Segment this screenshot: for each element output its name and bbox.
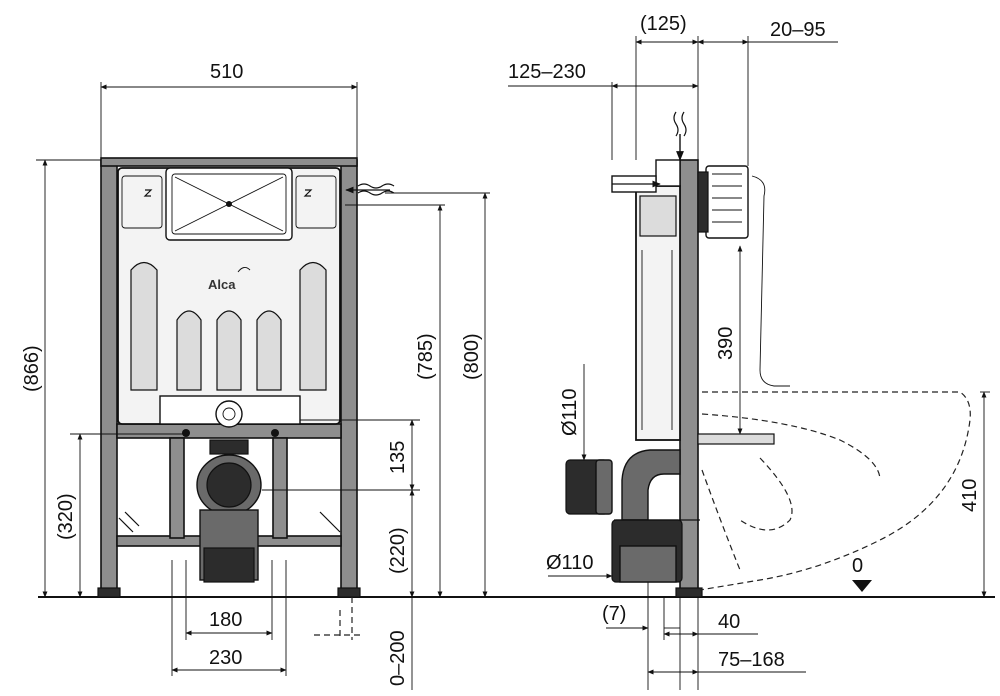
dim-410: 410 bbox=[959, 479, 981, 512]
floor-level-label: 0 bbox=[852, 555, 863, 577]
front-view: Alca bbox=[97, 157, 395, 598]
dim-125: (125) bbox=[640, 13, 687, 35]
dim-800: (800) bbox=[461, 333, 483, 380]
dia-110-upper: Ø110 bbox=[559, 389, 581, 436]
dia-110-lower: Ø110 bbox=[546, 552, 593, 574]
front-dimensions bbox=[36, 82, 490, 690]
dim-7: (7) bbox=[602, 603, 626, 625]
dim-220: (220) bbox=[387, 527, 409, 574]
dim-180: 180 bbox=[209, 609, 242, 631]
side-dimensions bbox=[508, 36, 990, 690]
dim-390: 390 bbox=[715, 327, 737, 360]
frame-right-post bbox=[340, 159, 358, 593]
dim-135: 135 bbox=[387, 441, 409, 474]
valve-circle bbox=[215, 400, 243, 428]
dim-75-168: 75–168 bbox=[718, 649, 785, 671]
dim-125-230: 125–230 bbox=[508, 61, 586, 83]
dim-785: (785) bbox=[415, 333, 437, 380]
side-view bbox=[565, 111, 971, 598]
flush-plate-side bbox=[705, 165, 749, 239]
frame-left-post bbox=[100, 159, 118, 593]
dim-230: 230 bbox=[209, 647, 242, 669]
toilet-bowl-outline bbox=[699, 391, 971, 591]
dim-320: (320) bbox=[55, 493, 77, 540]
side-frame-post bbox=[679, 159, 699, 593]
dim-20-95: 20–95 bbox=[770, 19, 826, 41]
drain-elbow bbox=[621, 449, 681, 521]
dim-0-200: 0–200 bbox=[387, 630, 409, 686]
dim-40: 40 bbox=[718, 611, 740, 633]
dim-866: (866) bbox=[21, 345, 43, 392]
frame-top-bar bbox=[100, 157, 358, 167]
brand-logo-text: Alca bbox=[208, 277, 236, 292]
dim-510: 510 bbox=[210, 61, 243, 83]
